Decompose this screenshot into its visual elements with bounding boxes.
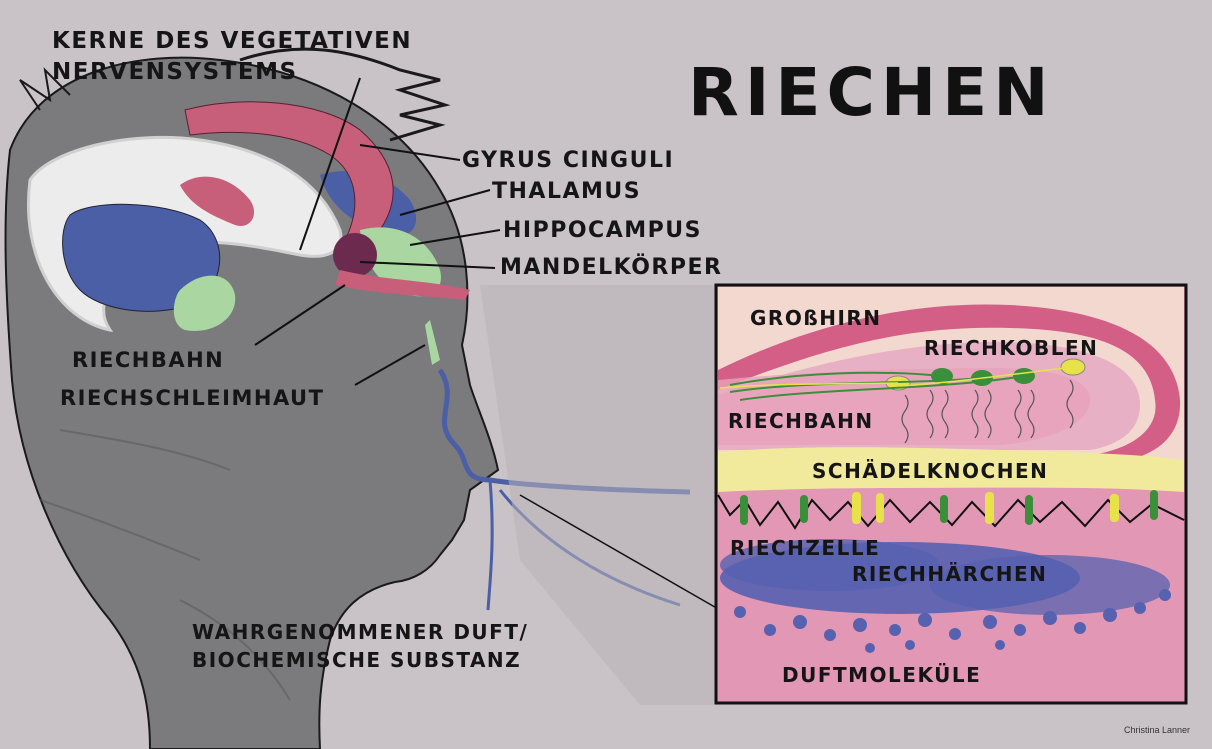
label-autonomic-nuclei-1: KERNE DES VEGETATIVEN (52, 30, 412, 53)
page-title: RIECHEN (688, 60, 1054, 126)
label-grosshirn: GROßHIRN (750, 308, 882, 328)
label-scent-1: WAHRGENOMMENER DUFT/ (192, 622, 528, 642)
label-riechschleimhaut: RIECHSCHLEIMHAUT (60, 388, 324, 409)
label-hippocampus: HIPPOCAMPUS (503, 220, 702, 242)
label-gyrus-cinguli: GYRUS CINGULI (462, 150, 674, 172)
label-thalamus: THALAMUS (492, 181, 641, 203)
label-schaedelknochen: SCHÄDELKNOCHEN (812, 461, 1048, 481)
label-autonomic-nuclei-2: NERVENSYSTEMS (52, 61, 298, 84)
label-mandelkoerper: MANDELKÖRPER (500, 257, 722, 279)
author-credit: Christina Lanner (1124, 725, 1190, 735)
amygdala-shape (333, 233, 377, 277)
label-duftmolekuele: DUFTMOLEKÜLE (782, 665, 981, 685)
label-riechzelle: RIECHZELLE (730, 538, 880, 558)
label-riechbahn: RIECHBAHN (72, 350, 224, 371)
label-riechkolben: RIECHKOBLEN (924, 338, 1098, 358)
label-riechhaerchen: RIECHHÄRCHEN (852, 564, 1047, 584)
label-scent-2: BIOCHEMISCHE SUBSTANZ (192, 650, 521, 670)
label-detail-riechbahn: RIECHBAHN (728, 411, 874, 431)
